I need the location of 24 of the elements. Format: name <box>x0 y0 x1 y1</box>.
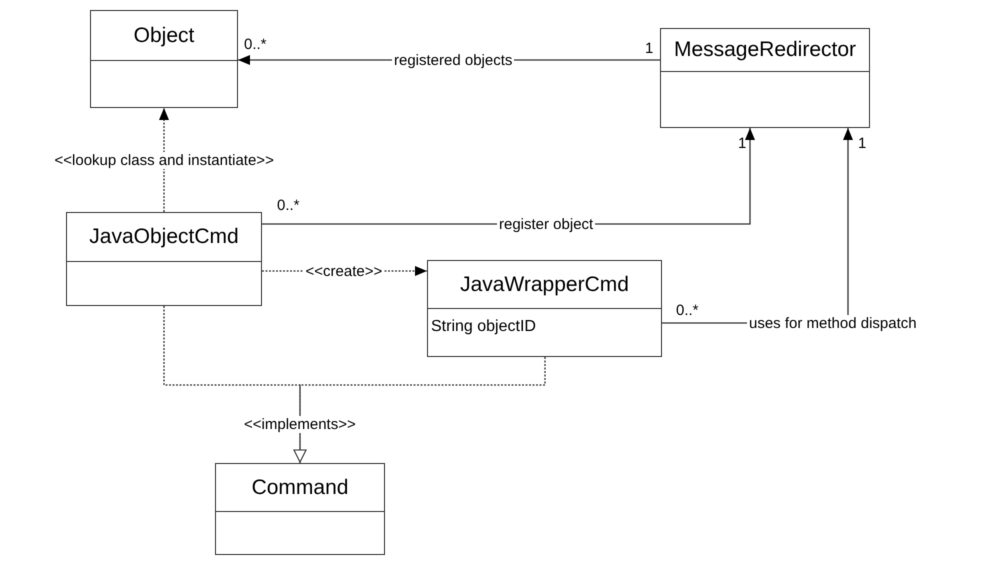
class-box <box>66 212 262 306</box>
class-box <box>660 28 870 128</box>
edge-label: registered objects <box>392 52 514 68</box>
class-name: Command <box>250 475 350 501</box>
multiplicity-label: 0..* <box>244 36 267 53</box>
class-box <box>90 10 238 108</box>
class-name: Object <box>132 23 196 49</box>
edge-label: <<implements>> <box>242 416 358 432</box>
edge-label: uses for method dispatch <box>747 314 919 332</box>
class-box <box>215 463 385 555</box>
class-name: JavaWrapperCmd <box>459 272 630 298</box>
multiplicity-label: 1 <box>738 135 746 152</box>
class-name: JavaObjectCmd <box>88 224 240 250</box>
edge-label: <<lookup class and instantiate>> <box>52 152 276 168</box>
class-attribute: String objectID <box>431 318 536 336</box>
multiplicity-label: 1 <box>858 135 866 152</box>
dashed-arrow <box>159 108 169 212</box>
class-name: MessageRedirector <box>672 37 858 63</box>
multiplicity-label: 0..* <box>676 302 699 319</box>
multiplicity-label: 1 <box>645 40 654 57</box>
class-box <box>427 260 662 357</box>
dashed-arrow <box>294 357 546 463</box>
edge-label: register object <box>497 216 596 232</box>
multiplicity-label: 0..* <box>277 197 300 214</box>
